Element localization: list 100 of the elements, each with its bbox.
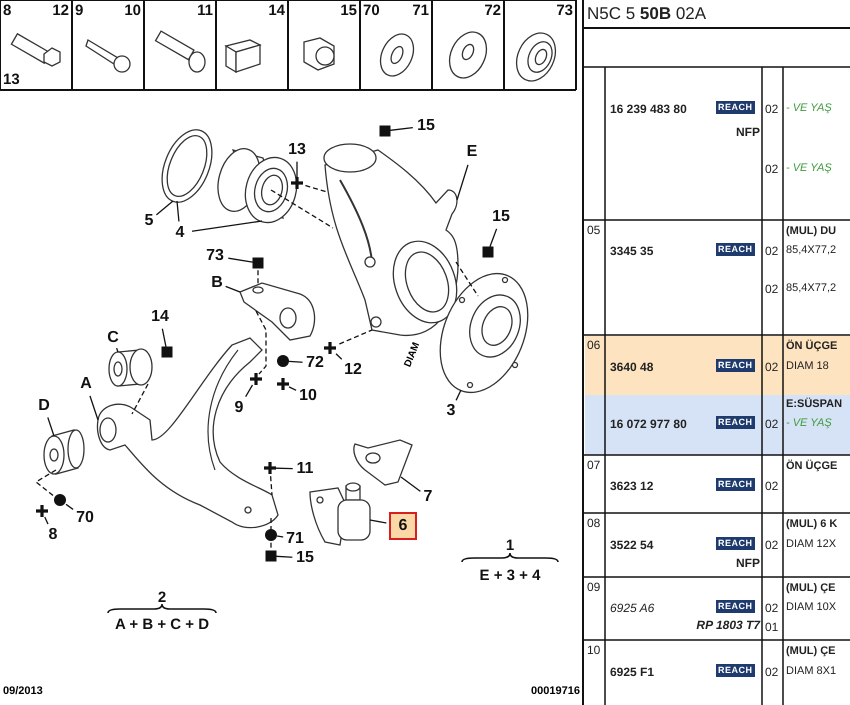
assembly-formula: A + B + C + D [114, 617, 210, 632]
assembly-line [257, 270, 259, 285]
table-text: ÖN ÜÇGE [786, 341, 838, 352]
leader-line [400, 476, 421, 492]
regulation-badge: REACH [716, 664, 755, 677]
table-text: 02 [765, 245, 778, 257]
table-text: 6925 F1 [610, 666, 654, 678]
footer-text: 09/2013 [3, 686, 43, 697]
square-marker-icon [482, 246, 494, 258]
leader-line [225, 286, 240, 293]
callout-number: 5 [144, 212, 154, 230]
assembly-line [339, 329, 372, 345]
callout-number: 3 [446, 402, 456, 420]
leader-line [276, 535, 284, 538]
assembly-formula: 1 [506, 538, 514, 553]
callout-number: D [37, 397, 51, 415]
callout-number: 7 [422, 488, 434, 506]
callout-number: 15 [491, 208, 511, 226]
table-text: ÖN ÜÇGE [786, 461, 838, 472]
callout-number: 15 [295, 549, 315, 567]
table-text: - VE YAŞ [786, 103, 832, 114]
table-text: 3522 54 [610, 539, 654, 551]
bushing-drawing [107, 349, 153, 389]
part-number: 70 [363, 3, 380, 18]
table-text: 3623 12 [610, 480, 654, 492]
assembly-formula: E + 3 + 4 [480, 568, 540, 583]
part-number: 13 [3, 72, 20, 87]
part-marking: DIAM [403, 341, 422, 369]
table-text: (MUL) DU [786, 226, 836, 237]
leader-line [245, 384, 254, 397]
square-marker-icon [380, 126, 390, 136]
square-marker-icon [252, 258, 264, 268]
leader-line [176, 200, 180, 222]
part-number: 14 [268, 3, 285, 18]
callout-number: 10 [298, 387, 318, 405]
table-text: 3640 48 [610, 361, 654, 373]
cross-marker-icon [264, 462, 276, 474]
table-text: 02 [765, 602, 778, 614]
table-text: NFP [736, 557, 760, 569]
leader-line [276, 468, 293, 470]
leader-line [288, 360, 303, 363]
leader-line [390, 126, 413, 131]
table-text: 07 [587, 459, 600, 471]
leader-line [489, 228, 498, 247]
table-text: 02 [765, 418, 778, 430]
table-text: (MUL) 6 K [786, 519, 838, 530]
callout-number: 11 [296, 460, 314, 478]
table-text: - VE YAŞ [786, 418, 832, 429]
table-text: 85,4X77,2 [786, 245, 836, 256]
table-text: E:SÜSPAN [786, 399, 842, 410]
part-number: 73 [556, 3, 573, 18]
dot-marker-icon [277, 355, 289, 367]
leader-line [456, 164, 469, 200]
table-text: 02 [765, 103, 778, 115]
callout-number: 14 [150, 308, 170, 326]
square-marker-icon [266, 550, 276, 562]
callout-number: 73 [205, 247, 225, 265]
table-text: 3345 35 [610, 245, 654, 257]
cross-marker-icon [36, 505, 48, 517]
callout-number: 72 [305, 354, 325, 372]
regulation-badge: REACH [716, 359, 755, 372]
leader-line [296, 162, 298, 177]
callout-number: B [210, 274, 224, 292]
assembly-line [270, 189, 334, 229]
leader-line [370, 519, 386, 524]
table-text: DIAM 10X [786, 602, 836, 613]
assembly-line [305, 184, 328, 193]
assembly-formula: 2 [158, 590, 166, 605]
table-text: DIAM 12X [786, 539, 836, 550]
bushing-drawing [43, 428, 87, 476]
table-text: 02 [765, 163, 778, 175]
leader-line [116, 348, 119, 352]
leader-line [336, 353, 342, 360]
cross-marker-icon [277, 378, 289, 390]
leader-line [276, 556, 292, 558]
table-text: DIAM 18 [786, 361, 829, 372]
callout-number: 70 [75, 509, 95, 527]
cross-marker-icon [250, 373, 262, 385]
table-text: 06 [587, 339, 600, 351]
table-text: 09 [587, 581, 600, 593]
callout-number: 4 [174, 224, 186, 242]
assembly-line [131, 384, 149, 414]
cross-marker-icon [324, 342, 336, 354]
assembly-line [255, 310, 267, 374]
regulation-badge: REACH [716, 243, 755, 256]
leader-line [66, 504, 74, 510]
assembly-line [455, 262, 479, 296]
assembly-line [270, 476, 273, 496]
part-number: 72 [484, 3, 501, 18]
leader-line [456, 390, 462, 401]
table-text: 02 [765, 480, 778, 492]
table-text: 02 [765, 666, 778, 678]
table-text: 6925 A6 [610, 602, 654, 614]
part-number: 12 [52, 3, 69, 18]
table-text: 16 072 977 80 [610, 418, 687, 430]
leader-line [156, 200, 174, 216]
table-text: 05 [587, 224, 600, 236]
table-text: 02 [765, 361, 778, 373]
sheet-code: N5C 5 50B 02A [587, 5, 706, 22]
table-text: DIAM 8X1 [786, 666, 836, 677]
